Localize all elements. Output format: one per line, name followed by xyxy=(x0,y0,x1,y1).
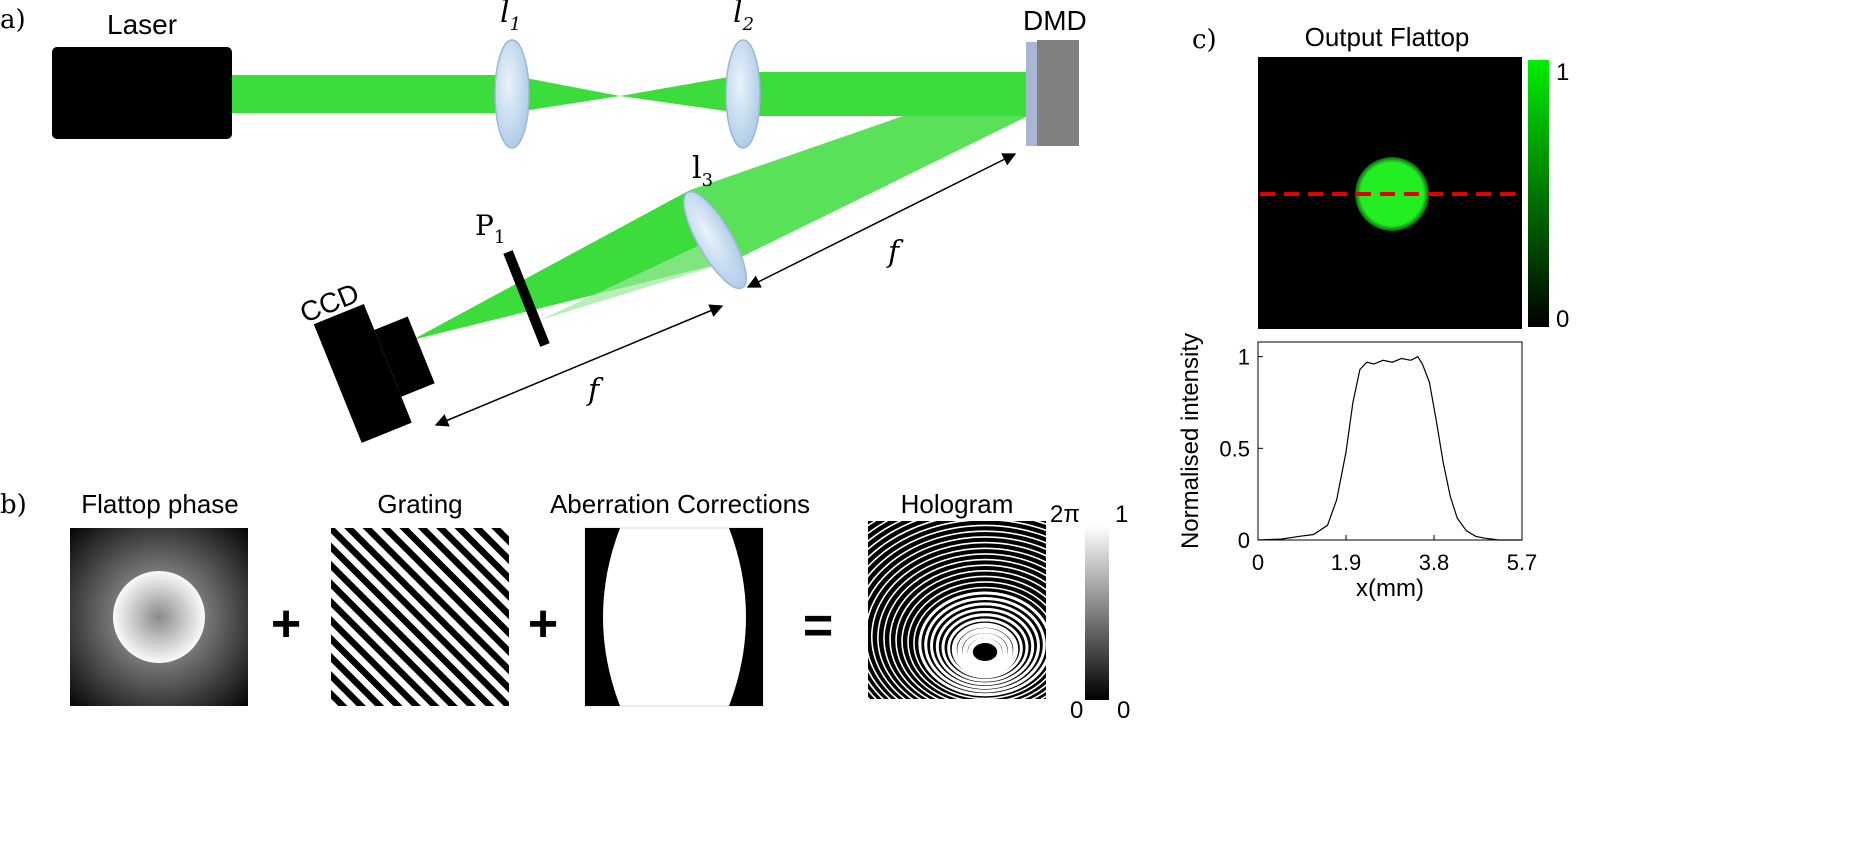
hologram-image xyxy=(868,521,1046,699)
hologram-fringe xyxy=(868,524,1046,699)
output-flattop-title: Output Flattop xyxy=(1305,22,1470,52)
hologram-fringe xyxy=(868,536,1046,699)
dmd-mirror-surface xyxy=(1026,42,1038,146)
phase-bar-bottom-label: 0 xyxy=(1070,697,1083,724)
l1-label: l1 xyxy=(500,0,521,35)
hologram-fringe xyxy=(901,575,1046,699)
panel-c-label: c) xyxy=(1192,25,1217,55)
focusing-beam xyxy=(510,75,740,113)
hologram-fringe xyxy=(889,564,1046,699)
hologram-fringe xyxy=(877,553,1046,699)
hologram-fringe xyxy=(941,613,1029,682)
l3-label: l3 xyxy=(692,151,713,191)
intensity-bar-top-label: 1 xyxy=(1556,59,1569,86)
hologram-fringe xyxy=(871,547,1046,699)
y-tick-label: 1 xyxy=(1238,345,1250,370)
hologram-fringe xyxy=(967,638,1003,666)
l2-label: l2 xyxy=(733,0,754,35)
gray-bar-top-label: 1 xyxy=(1115,501,1128,528)
y-tick-label: 0.5 xyxy=(1219,436,1250,461)
hologram-fringe xyxy=(868,541,1046,699)
aberration-image xyxy=(584,527,764,707)
dmd-body xyxy=(1037,40,1079,146)
laser-label: Laser xyxy=(107,9,177,40)
laser-beam xyxy=(230,75,510,113)
hologram-fringe xyxy=(913,586,1046,699)
diffracted-orders xyxy=(540,245,735,320)
y-axis-label: Normalised intensity xyxy=(1177,333,1204,549)
p1-label: P1 xyxy=(475,209,505,248)
chart-frame xyxy=(1257,341,1523,541)
x-tick-label: 3.8 xyxy=(1419,550,1450,575)
y-axis-ticks: 00.51 xyxy=(1219,345,1263,553)
y-tick-label: 0 xyxy=(1238,528,1250,553)
x-axis-ticks: 0 1.9 3.8 5.7 xyxy=(1252,535,1537,575)
flattop-phase-title: Flattop phase xyxy=(81,489,239,519)
focal-distance-arrow-2 xyxy=(434,304,724,427)
hologram-fringe xyxy=(930,602,1040,689)
intensity-colorbar xyxy=(1528,60,1549,327)
ccd-camera xyxy=(313,303,435,443)
intensity-bar-bottom-label: 0 xyxy=(1556,306,1569,333)
phase-bar-top-label: 2π xyxy=(1050,501,1080,528)
hologram-fringe xyxy=(935,607,1035,686)
hologram-fringe xyxy=(951,622,1019,676)
grating-title: Grating xyxy=(377,489,462,519)
hologram-fringe xyxy=(918,591,1046,697)
hologram-fringe xyxy=(962,633,1008,670)
hologram-fringe xyxy=(883,558,1046,699)
focal-label-2: f xyxy=(586,373,604,408)
hologram-fringe xyxy=(907,581,1046,699)
lens-l3 xyxy=(683,190,747,290)
plus-sign-1: + xyxy=(271,595,301,653)
x-axis-label: x(mm) xyxy=(1356,575,1424,602)
lens-l1 xyxy=(494,39,530,149)
dmd-label: DMD xyxy=(1023,5,1087,36)
aberration-title: Aberration Corrections xyxy=(550,489,810,519)
focal-distance-arrow-1 xyxy=(746,153,1017,288)
equals-sign: = xyxy=(803,597,833,655)
x-tick-label: 1.9 xyxy=(1331,550,1362,575)
hologram-fringe xyxy=(895,570,1046,699)
hologram-fringe xyxy=(947,618,1023,679)
hologram-fringe xyxy=(957,627,1013,673)
flattop-phase-disc xyxy=(113,571,205,663)
gray-bar-bottom-label: 0 xyxy=(1117,697,1130,724)
hologram-title: Hologram xyxy=(901,489,1014,519)
hologram-fringe xyxy=(868,530,1046,699)
grating-image xyxy=(331,528,509,706)
intensity-profile-line xyxy=(1257,355,1522,541)
focused-beam-to-ccd xyxy=(412,190,735,340)
panel-b-label: b) xyxy=(0,490,27,520)
hologram-fringes xyxy=(868,521,1046,699)
hologram-fringe xyxy=(924,596,1046,693)
phase-colorbar xyxy=(1085,525,1109,700)
panel-a-label: a) xyxy=(0,5,26,35)
focal-label-1: f xyxy=(886,235,904,270)
plus-sign-2: + xyxy=(528,595,558,653)
lens-l2 xyxy=(725,39,761,149)
laser-body xyxy=(52,47,232,139)
x-tick-label: 5.7 xyxy=(1507,550,1538,575)
x-tick-label: 0 xyxy=(1252,550,1264,575)
